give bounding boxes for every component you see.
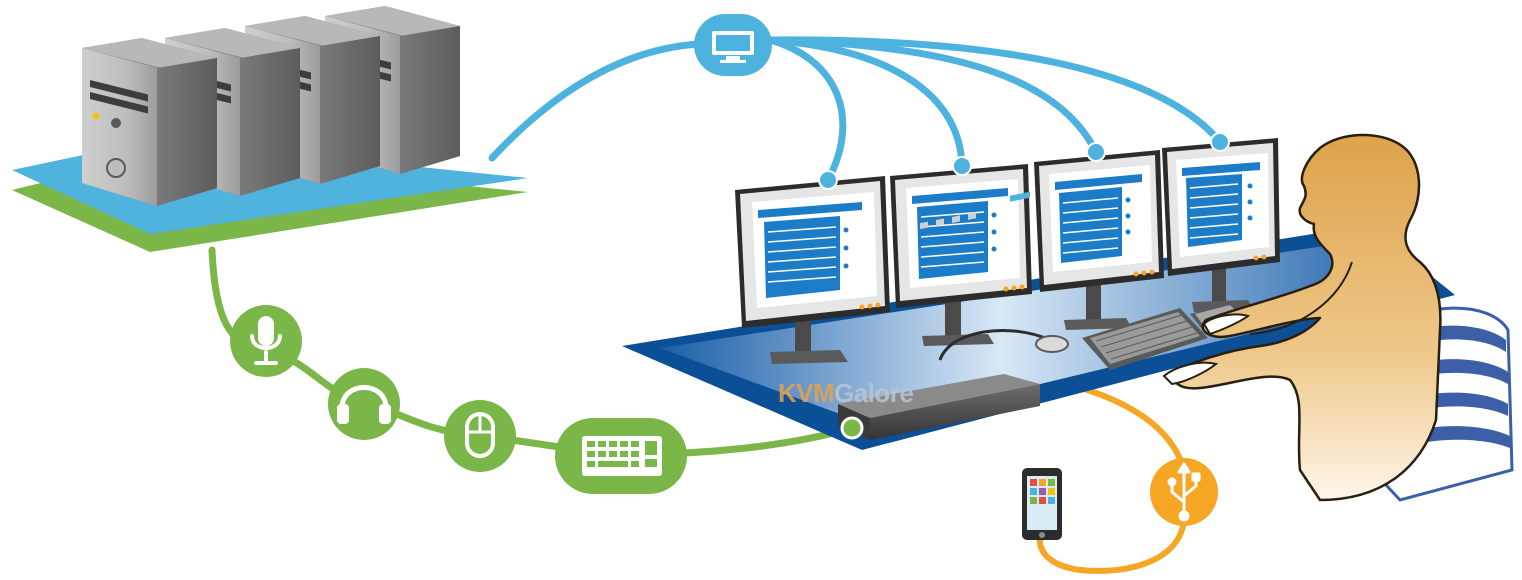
watermark-part1: KVM xyxy=(778,378,834,408)
usb-icon xyxy=(1167,462,1201,522)
peripheral-badges xyxy=(230,305,687,494)
hand-icon xyxy=(1162,313,1251,386)
video-link-hub-to-monitor-2 xyxy=(766,36,966,170)
kvm-peripheral-port xyxy=(840,416,864,440)
usb-node xyxy=(1150,458,1218,526)
microphone-badge xyxy=(230,305,302,377)
video-link-hub-to-monitor-4 xyxy=(766,36,1224,146)
monitor-icon xyxy=(1034,142,1164,330)
server-rack xyxy=(82,6,460,206)
video-links xyxy=(488,36,1224,184)
mouse-cable xyxy=(938,329,1051,361)
monitor-icon xyxy=(735,170,890,364)
monitor-icon xyxy=(712,31,754,63)
video-link-servers-to-hub xyxy=(488,40,704,162)
desk-surface xyxy=(660,242,1418,425)
server-tower-icon xyxy=(82,38,217,206)
smartphone-icon xyxy=(1022,468,1062,540)
mouse-badge xyxy=(444,400,516,472)
video-hub-node xyxy=(694,14,772,76)
monitor-icon xyxy=(890,156,1032,346)
headset-badge xyxy=(328,368,400,440)
person-icon xyxy=(1162,133,1442,502)
kvm-switch-icon xyxy=(838,191,1040,440)
monitor-video-port xyxy=(1086,142,1106,162)
operator xyxy=(1162,133,1514,502)
desk-mouse-icon xyxy=(1035,335,1069,353)
video-link-hub-to-monitor-1 xyxy=(766,36,847,184)
usb-link-usb-to-phone xyxy=(1036,517,1187,574)
monitor-icon xyxy=(1162,132,1280,312)
watermark: KVM Galore xyxy=(778,378,914,408)
watermark-part2: Galore xyxy=(834,378,913,408)
keyboard-icon xyxy=(582,436,662,476)
headset-icon xyxy=(337,385,391,424)
mouse-icon xyxy=(465,412,495,458)
microphone-icon xyxy=(250,316,282,365)
monitor-video-port xyxy=(818,170,838,190)
desk-keyboard-icon xyxy=(1082,308,1208,370)
monitor-wall xyxy=(735,132,1280,364)
keyboard-badge xyxy=(555,418,687,494)
monitor-video-port xyxy=(952,156,972,176)
operator-desk xyxy=(622,225,1455,450)
monitor-video-port xyxy=(1210,132,1230,152)
